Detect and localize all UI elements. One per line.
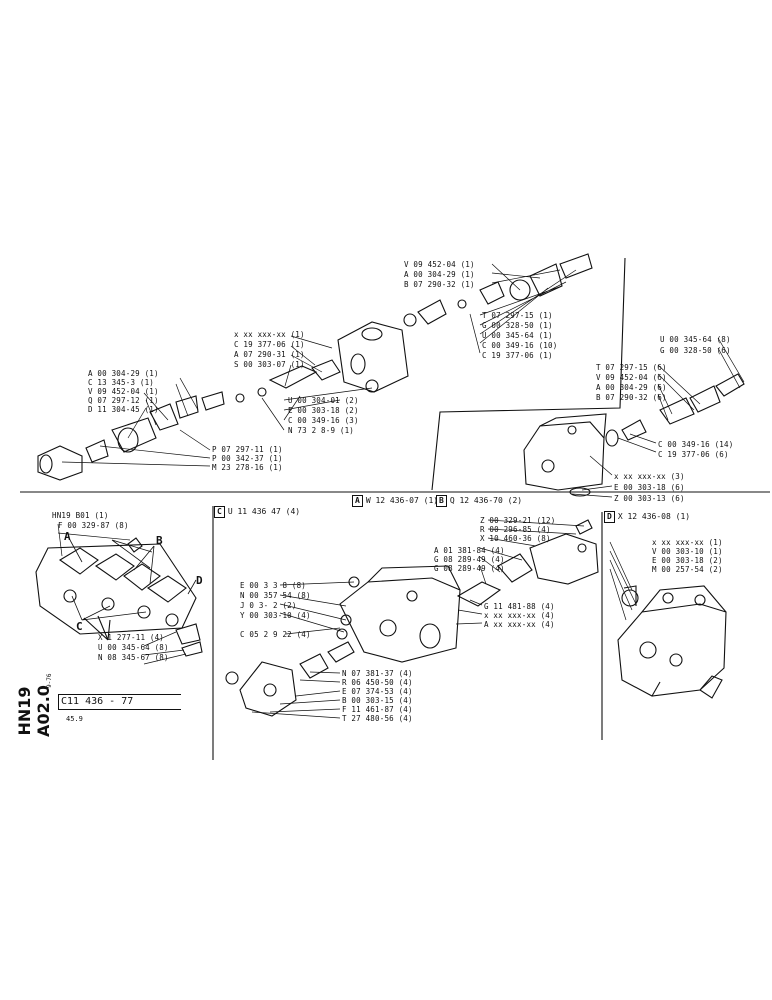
divider-top-right (431, 257, 626, 491)
label: N 73 2 8-9 (1) (288, 426, 355, 435)
label: T 07 297-15 (6) (596, 363, 667, 372)
label: E 07 374-53 (4) (342, 687, 413, 696)
label: M 23 278-16 (1) (212, 463, 283, 472)
label: A 00 304-29 (6) (596, 383, 667, 392)
section-b-text: Q 12 436-70 (2) (449, 496, 523, 505)
label: G 00 328-50 (1) (482, 321, 553, 330)
label: U 00 345-64 (8) (98, 643, 169, 652)
label: M 00 257-54 (2) (652, 565, 723, 574)
label: C 13 345-3 (1) (88, 378, 155, 387)
label: B 00 303-15 (4) (342, 696, 413, 705)
label: C 19 377-06 (1) (234, 340, 305, 349)
label: HN19 B01 (1) (52, 511, 109, 520)
callout-b: B (156, 534, 163, 547)
label: G 00 328-50 (6) (660, 346, 731, 355)
label: P 07 297-11 (1) (212, 445, 283, 454)
callout-leaders (69, 539, 197, 621)
section-c-box: C (214, 506, 225, 518)
label: C 19 377-06 (1) (482, 351, 553, 360)
label: A xx xxx-xx (4) (484, 620, 555, 629)
section-d-box: D (604, 511, 615, 523)
label: S 00 303-07 (1) (234, 360, 305, 369)
label: V 00 303-10 (1) (652, 547, 723, 556)
label: A 01 381-84 (4) (434, 546, 505, 555)
label: C 19 377-06 (6) (658, 450, 729, 459)
label: P 00 342-37 (1) (212, 454, 283, 463)
section-d-text: X 12 436-08 (1) (617, 512, 691, 521)
label: N 08 345-67 (8) (98, 653, 169, 662)
label: D 11 304-45 (1) (88, 405, 159, 414)
label: B 07 290-32 (1) (404, 280, 475, 289)
callout-a: A (64, 530, 71, 543)
label: T 27 480-56 (4) (342, 714, 413, 723)
label: C 00 349-16 (14) (658, 440, 734, 449)
label: E 00 3 3 8 (8) (240, 581, 307, 590)
label: A 00 304-29 (1) (404, 270, 475, 279)
label: T 07 297-15 (1) (482, 311, 553, 320)
label: F 00 329-87 (8) (58, 521, 129, 530)
label: X 10 460-36 (8) (480, 534, 551, 543)
label: G 08 289-49 (4) (434, 564, 505, 573)
label: x xx xxx-xx (1) (652, 538, 723, 547)
label: A 00 304-29 (1) (88, 369, 159, 378)
drawing-code-vertical: HN19 A02.0 (15, 652, 53, 752)
top-left-cartridge (37, 387, 267, 481)
label: J 0 3- 2 (2) (240, 601, 297, 610)
right-housing (523, 373, 745, 497)
section-c-text: U 11 436 47 (4) (227, 507, 301, 516)
section-b-box: B (436, 495, 447, 507)
label: V 09 452-04 (1) (88, 387, 159, 396)
label: C 00 349-16 (3) (288, 416, 359, 425)
top-middle-spool (268, 321, 409, 393)
label: G 08 289-49 (4) (434, 555, 505, 564)
label: Z 00 303-13 (6) (614, 494, 685, 503)
label: C 05 2 9 22 (4) (240, 630, 311, 639)
leader-lines (57, 263, 745, 719)
section-a-text: W 12 436-07 (1) (365, 496, 439, 505)
callout-d: D (196, 574, 203, 587)
label: x xx xxx-xx (3) (614, 472, 685, 481)
label: R 00 296-85 (4) (480, 525, 551, 534)
label: V 09 452-04 (6) (596, 373, 667, 382)
label: R 06 450-50 (4) (342, 678, 413, 687)
label: x xx xxx-xx (1) (234, 330, 305, 339)
label: C 00 349-16 (10) (482, 341, 558, 350)
document-number: C11 436 - 77 (58, 694, 181, 710)
callout-c: C (76, 620, 83, 633)
label: E 00 303-18 (2) (288, 406, 359, 415)
label: N 00 357 54 (8) (240, 591, 311, 600)
label: B 07 290-32 (6) (596, 393, 667, 402)
label: Q 07 297-12 (1) (88, 396, 159, 405)
label: V 09 452-04 (1) (404, 260, 475, 269)
section-d-block (617, 585, 727, 699)
label: U 00 345-64 (8) (660, 335, 731, 344)
label: U 00 345-64 (1) (482, 331, 553, 340)
section-c-body (225, 519, 599, 717)
label: U 00 304-01 (2) (288, 396, 359, 405)
label: G 11 481-88 (4) (484, 602, 555, 611)
label: E 00 303-18 (6) (614, 483, 685, 492)
label: N 07 381-37 (4) (342, 669, 413, 678)
label: A 07 290-31 (1) (234, 350, 305, 359)
label: x xx xxx-xx (4) (484, 611, 555, 620)
section-a-box: A (352, 495, 363, 507)
label: Z 00 329-21 (12) (480, 516, 556, 525)
drawing-date: 9-76 (46, 673, 53, 688)
label: X 1 277-11 (4) (98, 633, 165, 642)
label: E 00 303-18 (2) (652, 556, 723, 565)
document-sub-number: 45.9 (66, 715, 83, 723)
label: Y 00 303-10 (4) (240, 611, 311, 620)
label: F 11 461-87 (4) (342, 705, 413, 714)
